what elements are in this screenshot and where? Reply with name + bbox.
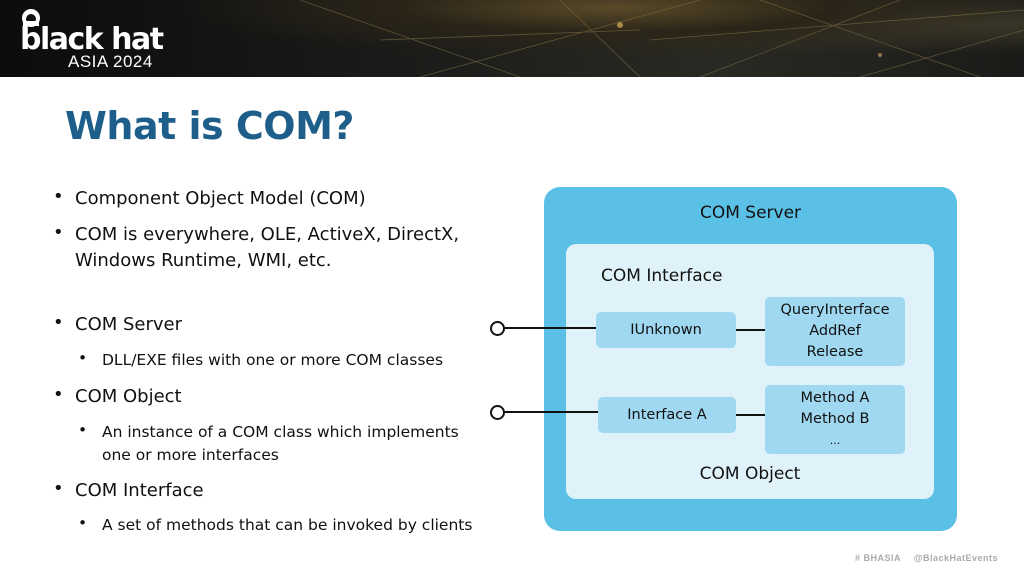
brand-name: black hat — [20, 22, 164, 57]
footer: # BHASIA @BlackHatEvents — [845, 553, 998, 563]
footer-handle: @BlackHatEvents — [913, 553, 998, 563]
com-server-label: COM Server — [699, 203, 802, 223]
iunknown-box: IUnknown — [596, 312, 736, 348]
bullet-icon: • — [78, 514, 88, 532]
bullet-icon: • — [53, 222, 64, 243]
interface-a-methods-box: Method A Method B ... — [765, 385, 905, 454]
event-name: ASIA 2024 — [68, 52, 153, 71]
connector-line — [505, 327, 596, 329]
connector-line — [736, 414, 765, 416]
banner-background-art — [299, 0, 1024, 77]
bullet-icon: • — [53, 312, 64, 333]
bullet-icon: • — [78, 421, 88, 439]
com-object-label: COM Object — [699, 464, 801, 484]
bullet-icon: • — [53, 186, 64, 207]
bullet-icon: • — [78, 349, 88, 367]
interface-a-box: Interface A — [598, 397, 736, 433]
footer-hashtag: # BHASIA — [854, 553, 901, 563]
bullet-icon: • — [53, 478, 64, 499]
com-interface-label: COM Interface — [601, 266, 723, 286]
header-banner: black hat ASIA 2024 — [0, 0, 1024, 77]
com-object-box: COM Interface IUnknown QueryInterface Ad… — [566, 244, 934, 499]
interface-lollipop-icon — [490, 405, 505, 420]
com-server-box: COM Server COM Interface IUnknown QueryI… — [544, 187, 957, 531]
iunknown-methods-box: QueryInterface AddRef Release — [765, 297, 905, 366]
connector-line — [736, 329, 765, 331]
interface-lollipop-icon — [490, 321, 505, 336]
bullet-icon: • — [53, 384, 64, 405]
connector-line — [505, 411, 598, 413]
blackhat-logo: black hat ASIA 2024 — [20, 8, 170, 71]
hat-icon — [22, 9, 40, 27]
page-title: What is COM? — [65, 104, 354, 148]
